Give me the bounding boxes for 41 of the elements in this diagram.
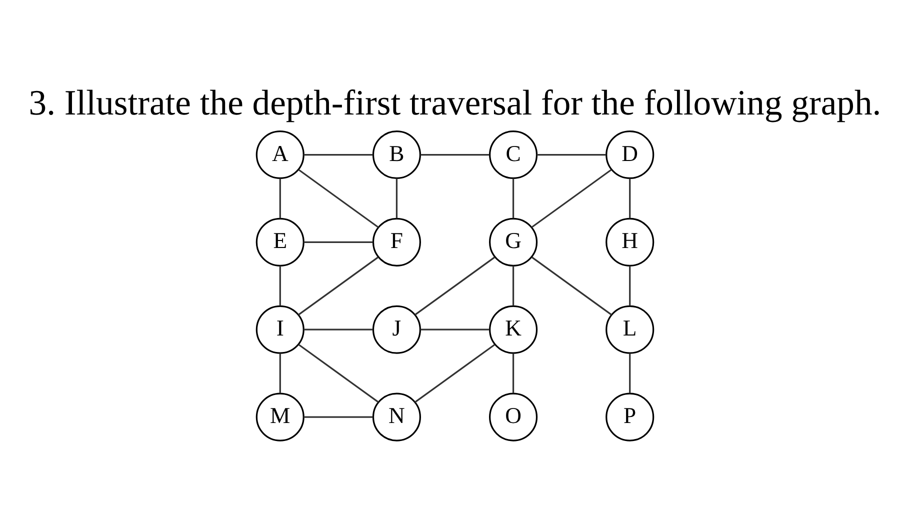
node-circle: G — [489, 218, 538, 266]
connector — [414, 344, 496, 403]
connector — [414, 256, 496, 316]
diagram-title: 3. Illustrate the depth-first traversal for the following graph. — [28, 82, 882, 122]
connector — [298, 344, 379, 403]
node-circle: C — [489, 130, 538, 180]
node-circle: E — [256, 218, 304, 266]
connector — [304, 416, 373, 418]
node-circle: P — [606, 392, 654, 442]
connector — [531, 169, 612, 228]
node-circle: N — [372, 392, 421, 442]
node-circle: J — [372, 305, 421, 354]
node-circle: A — [256, 130, 304, 180]
connector — [629, 266, 631, 306]
connector — [279, 178, 281, 218]
connector — [420, 328, 490, 330]
node-circle: M — [256, 392, 304, 442]
node-circle: I — [256, 305, 304, 354]
connector — [279, 266, 281, 306]
connector — [629, 178, 631, 218]
node-circle: K — [489, 305, 538, 354]
node-circle: O — [489, 392, 538, 442]
connector — [512, 353, 514, 394]
connector — [512, 178, 514, 218]
node-circle: D — [606, 130, 654, 180]
connector — [536, 154, 606, 156]
node-circle: L — [606, 305, 654, 354]
connector — [304, 154, 373, 156]
connector — [532, 256, 612, 316]
connector — [420, 154, 490, 156]
node-circle: H — [606, 218, 654, 266]
connector — [629, 353, 631, 394]
connector — [512, 266, 514, 306]
node-circle: B — [372, 130, 421, 180]
connector — [279, 353, 281, 394]
connector — [304, 241, 373, 243]
connector — [396, 178, 398, 218]
node-circle: F — [372, 218, 421, 266]
connector — [304, 328, 373, 330]
connector — [298, 169, 379, 228]
connector — [298, 256, 378, 316]
